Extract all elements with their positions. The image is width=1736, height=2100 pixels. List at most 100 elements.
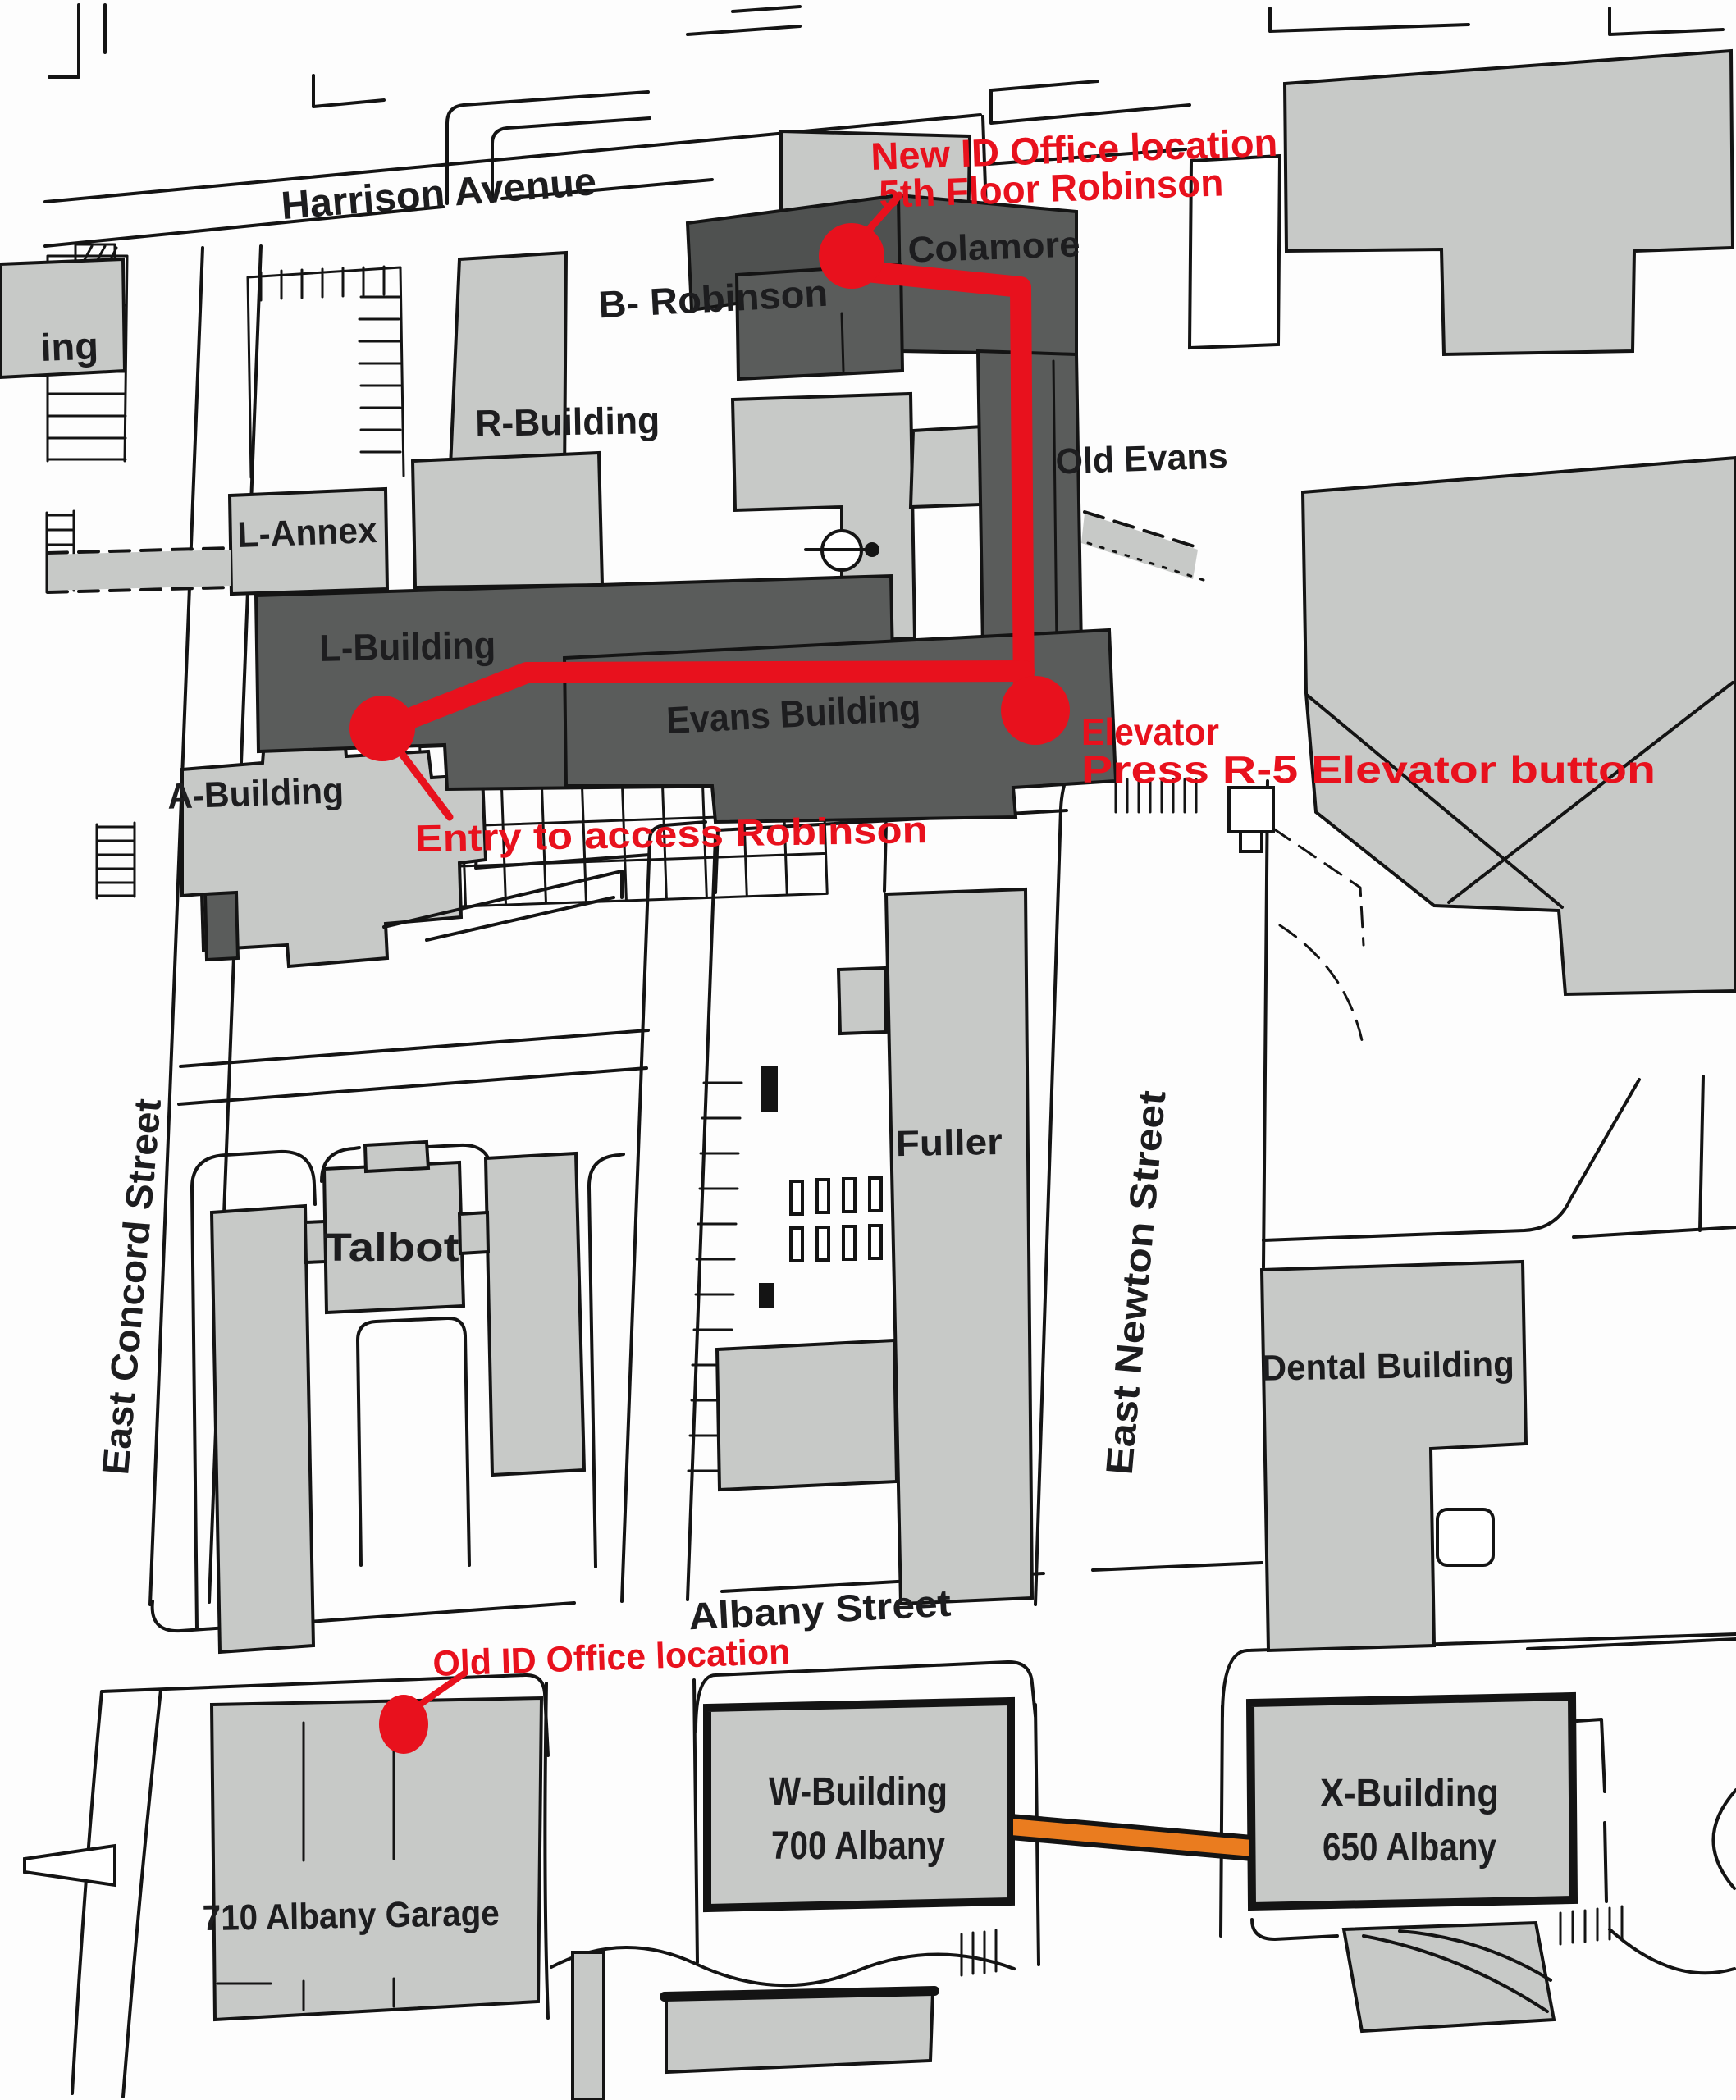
marker-new-id-office bbox=[819, 223, 884, 289]
building-label-colamore: Colamore bbox=[907, 224, 1081, 270]
building-label-old-evans: Old Evans bbox=[1055, 436, 1229, 482]
marker-elevator bbox=[1001, 676, 1070, 745]
building-label-x-building: X-Building bbox=[1320, 1772, 1499, 1815]
small-utility-annex bbox=[1239, 830, 1263, 853]
street-label-east-newton: East Newton Street bbox=[1098, 1089, 1174, 1477]
annotation-entry: Entry to access Robinson bbox=[414, 808, 928, 860]
fuller-parking-2 bbox=[815, 1178, 830, 1214]
building-label-w-address: 700 Albany bbox=[771, 1824, 945, 1868]
building-bottom-partial-topedge bbox=[660, 1986, 939, 2002]
street-network bbox=[43, 3, 1736, 2098]
marker-old-id-office bbox=[379, 1695, 428, 1754]
building-partial-left bbox=[0, 257, 127, 380]
plaza-dashed-path bbox=[1272, 827, 1365, 1042]
walkway-west-dashed-edges bbox=[46, 546, 233, 594]
building-label-partial-ing: ing bbox=[39, 324, 98, 369]
pedestrian-bridge bbox=[1008, 1813, 1254, 1862]
fuller-black-block-1 bbox=[761, 1066, 778, 1112]
building-label-talbot: Talbot bbox=[324, 1226, 459, 1270]
annotation-old-id: Old ID Office location bbox=[432, 1632, 791, 1684]
building-fuller-wing bbox=[715, 1338, 899, 1492]
leader-old-id bbox=[412, 1670, 468, 1711]
building-bmc-plaza bbox=[1300, 455, 1736, 997]
small-utility-building bbox=[1227, 786, 1275, 833]
building-talbot-center-bump bbox=[363, 1139, 431, 1174]
walkway-east-of-old-evans bbox=[1081, 514, 1198, 579]
fuller-parking-1 bbox=[789, 1180, 804, 1216]
fuller-parking-6 bbox=[815, 1226, 830, 1262]
route-path-robinson-to-elevator bbox=[847, 260, 1035, 713]
sidewalk-strip-bottom bbox=[571, 1951, 605, 2100]
talbot-street-loops bbox=[190, 1143, 625, 1631]
building-small-mid bbox=[908, 424, 985, 509]
building-topright-white bbox=[1187, 153, 1282, 350]
building-talbot-right bbox=[483, 1151, 587, 1477]
building-label-l-building: L-Building bbox=[319, 623, 496, 669]
leader-entry bbox=[390, 739, 454, 821]
newton-crosswalk bbox=[1114, 778, 1198, 814]
fuller-black-block-2 bbox=[759, 1283, 774, 1308]
building-label-w-building: W-Building bbox=[769, 1770, 948, 1814]
building-fuller-step bbox=[836, 966, 888, 1036]
map-details bbox=[759, 542, 1254, 1862]
building-w bbox=[703, 1696, 1015, 1913]
flagpole-dot bbox=[865, 542, 879, 557]
garage-driveway-edges bbox=[543, 1678, 699, 2020]
albany-street-north-edge bbox=[150, 1561, 1736, 1650]
route-overlay bbox=[349, 191, 1070, 1754]
building-dark-small-a bbox=[203, 890, 240, 962]
fuller-parking-8 bbox=[868, 1224, 883, 1260]
building-label-dental: Dental Building bbox=[1261, 1344, 1514, 1388]
building-fuller-main bbox=[884, 887, 1035, 1606]
abuilding-south-street bbox=[177, 1029, 650, 1106]
fuller-parking-7 bbox=[842, 1225, 857, 1261]
fuller-parking-3 bbox=[842, 1177, 857, 1213]
talbot-connector-west bbox=[303, 1219, 328, 1265]
talbot-connector-east bbox=[457, 1210, 491, 1256]
annotation-elevator-line1: Elevator bbox=[1081, 710, 1219, 753]
concord-south-extension bbox=[71, 1688, 162, 2098]
a-building-wedge bbox=[382, 870, 624, 942]
building-label-l-annex: L-Annex bbox=[237, 510, 378, 555]
building-far-topright bbox=[1282, 48, 1735, 357]
road-tail-bottomleft bbox=[23, 1843, 116, 1888]
labels: Harrison Avenue ing B- Robinson Colamore… bbox=[39, 121, 1656, 1938]
bmc-plaza-diagonals bbox=[1306, 681, 1734, 909]
fuller-parking-4 bbox=[868, 1176, 883, 1212]
dental-north-streets bbox=[1262, 1075, 1736, 1242]
driveway-stair-ticks bbox=[687, 1081, 743, 1472]
dental-inner-court bbox=[1436, 1508, 1495, 1567]
building-label-a-building: A-Building bbox=[167, 770, 345, 816]
building-r bbox=[447, 250, 569, 488]
building-label-garage-710: 710 Albany Garage bbox=[202, 1893, 500, 1938]
street-fragment-topright bbox=[981, 7, 1725, 212]
marker-entry bbox=[349, 696, 415, 761]
street-fragment-topleft bbox=[48, 3, 386, 108]
harrison-avenue-edges bbox=[43, 113, 982, 248]
parking-lot-r-building bbox=[246, 265, 405, 479]
street-label-harrison: Harrison Avenue bbox=[280, 160, 598, 228]
route-path-entry-to-elevator bbox=[378, 660, 1035, 737]
building-label-r-building: R-Building bbox=[475, 399, 660, 445]
building-label-fuller: Fuller bbox=[895, 1122, 1003, 1164]
ramp-curves bbox=[1362, 1929, 1552, 2013]
central-driveway-edges bbox=[620, 820, 717, 1603]
w-south-curls bbox=[550, 1946, 1016, 1988]
fuller-parking-5 bbox=[789, 1226, 804, 1262]
building-between-r-and-l bbox=[410, 450, 605, 590]
bottom-crosswalk-right bbox=[1559, 1905, 1624, 1946]
robinson-inner-line bbox=[840, 312, 845, 372]
building-ramp-southeast bbox=[1341, 1920, 1556, 2034]
building-talbot-left bbox=[209, 1203, 316, 1655]
street-fragment-topcenter bbox=[445, 5, 802, 205]
walkway-east-dashed-edge bbox=[1083, 510, 1201, 550]
bottom-crosswalk-left bbox=[960, 1929, 998, 1977]
annotation-elevator-line2: Press R-5 Elevator button bbox=[1081, 748, 1656, 791]
x-right-jogs bbox=[1575, 1718, 1736, 1975]
building-garage-710 bbox=[209, 1696, 544, 2022]
walkway-west bbox=[48, 550, 231, 591]
building-dental bbox=[1259, 1259, 1528, 1653]
concord-crosswalk bbox=[95, 821, 136, 900]
